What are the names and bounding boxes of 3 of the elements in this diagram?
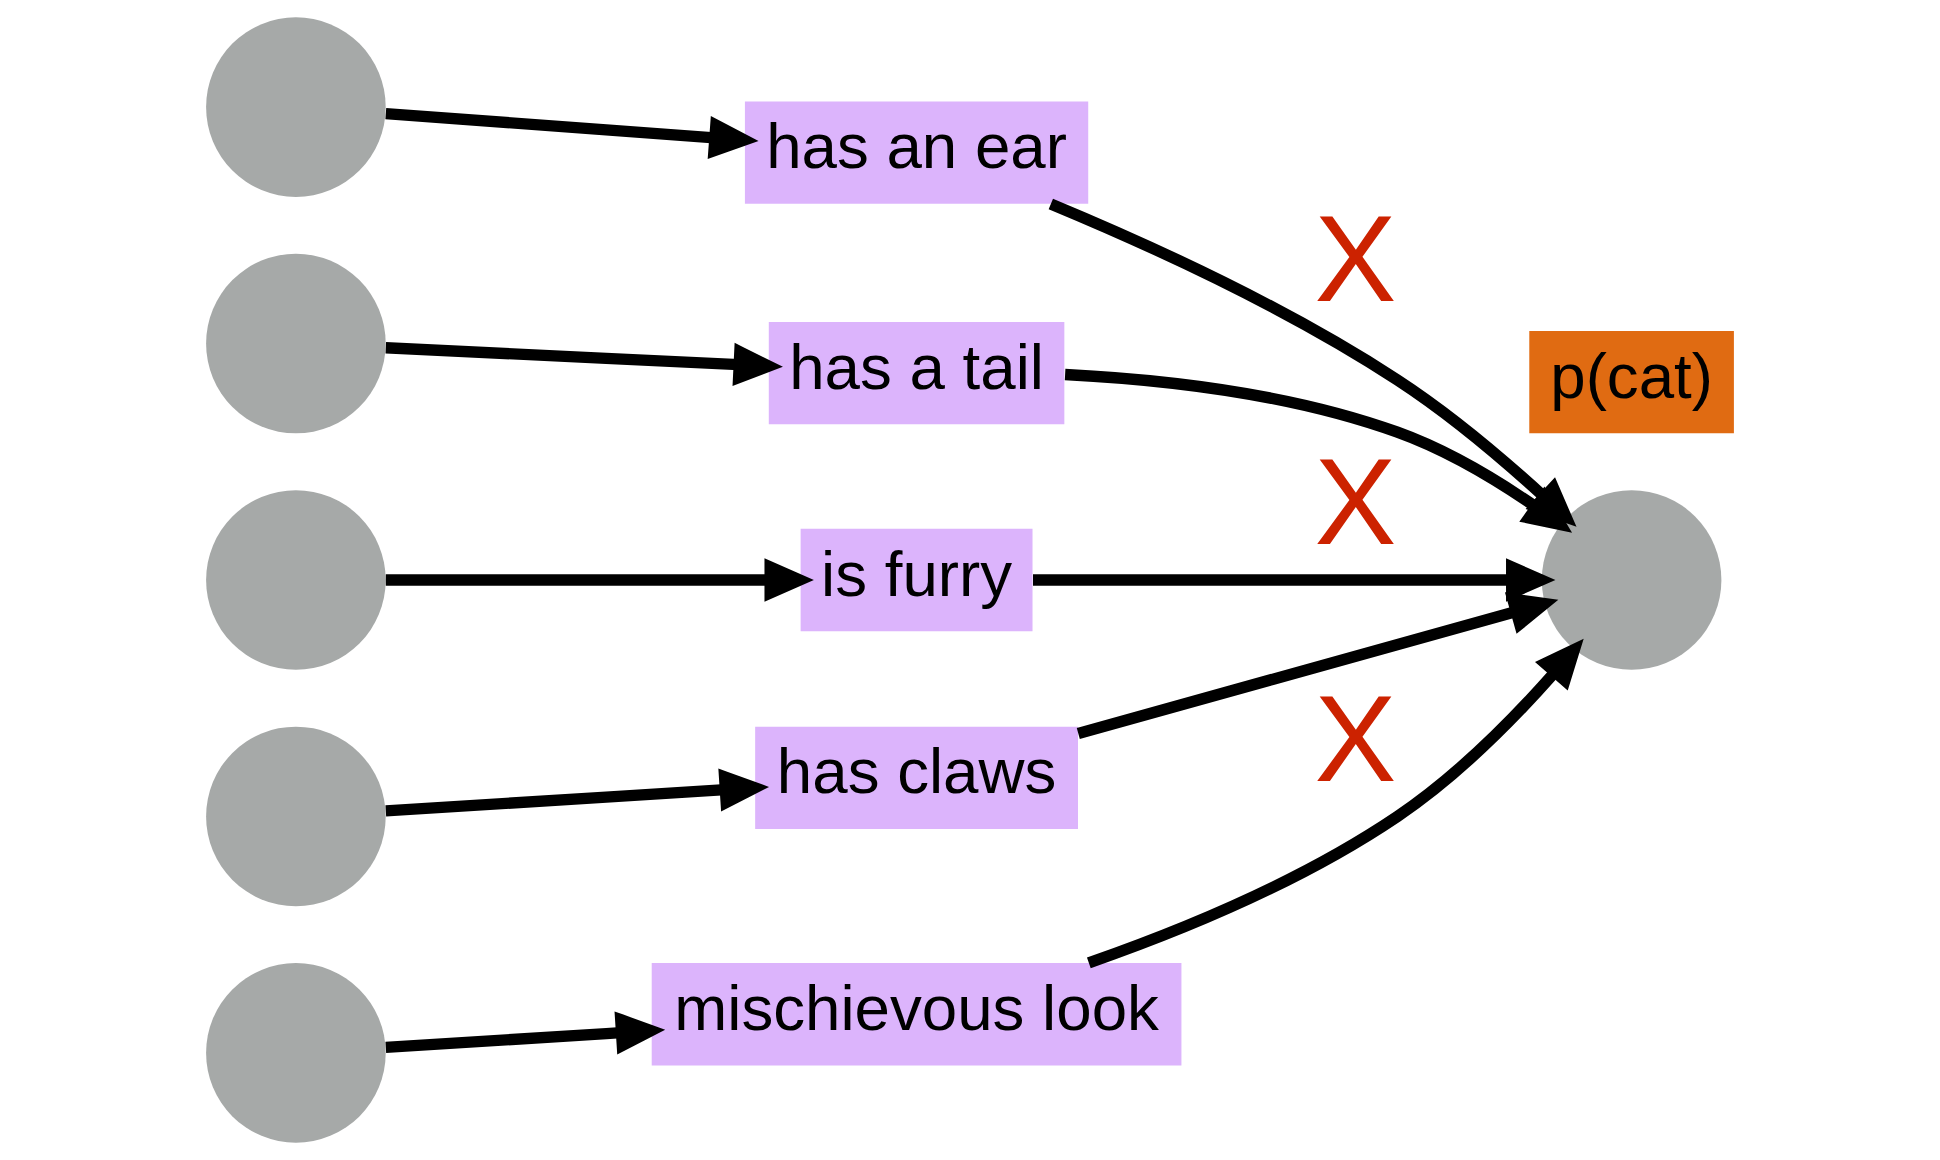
edge-label: X [1314, 189, 1397, 327]
edge-label: X [1314, 669, 1397, 807]
edge-label: X [1314, 433, 1397, 571]
